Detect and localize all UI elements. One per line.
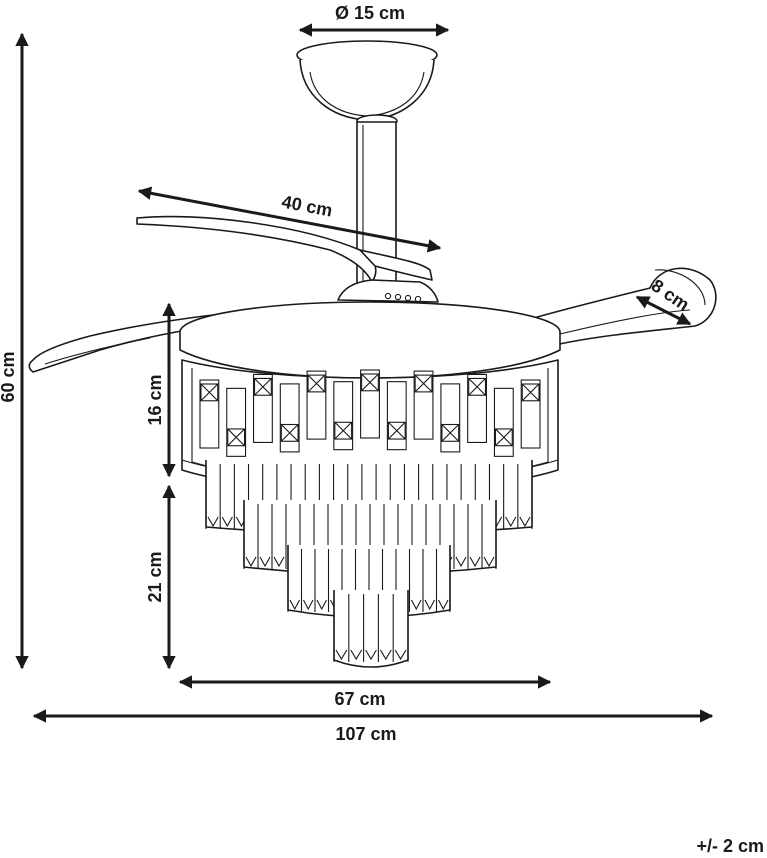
- crystal-height-label: 21 cm: [145, 551, 165, 602]
- blade-width-line: [635, 295, 692, 326]
- drum-crystal-pattern: [199, 369, 541, 457]
- dimension-lines: Ø 15 cm 40 cm 8 cm 60 cm 16 cm 21 cm 67 …: [0, 3, 714, 744]
- crystal-tiers: [205, 460, 533, 668]
- drum-shade: [181, 359, 559, 491]
- canopy-diameter-label: Ø 15 cm: [335, 3, 405, 23]
- ceiling-fan-drawing: [28, 40, 717, 668]
- total-width-label: 107 cm: [335, 724, 396, 744]
- total-height-label: 60 cm: [0, 351, 18, 402]
- drum-lid: [179, 301, 561, 379]
- canopy: [296, 40, 438, 128]
- tolerance-note: +/- 2 cm: [696, 836, 764, 856]
- blade-length-line: [137, 186, 442, 253]
- drum-height-label: 16 cm: [145, 374, 165, 425]
- lamp-width-label: 67 cm: [334, 689, 385, 709]
- blade-length-label: 40 cm: [280, 192, 334, 221]
- motor-hub: [337, 279, 439, 303]
